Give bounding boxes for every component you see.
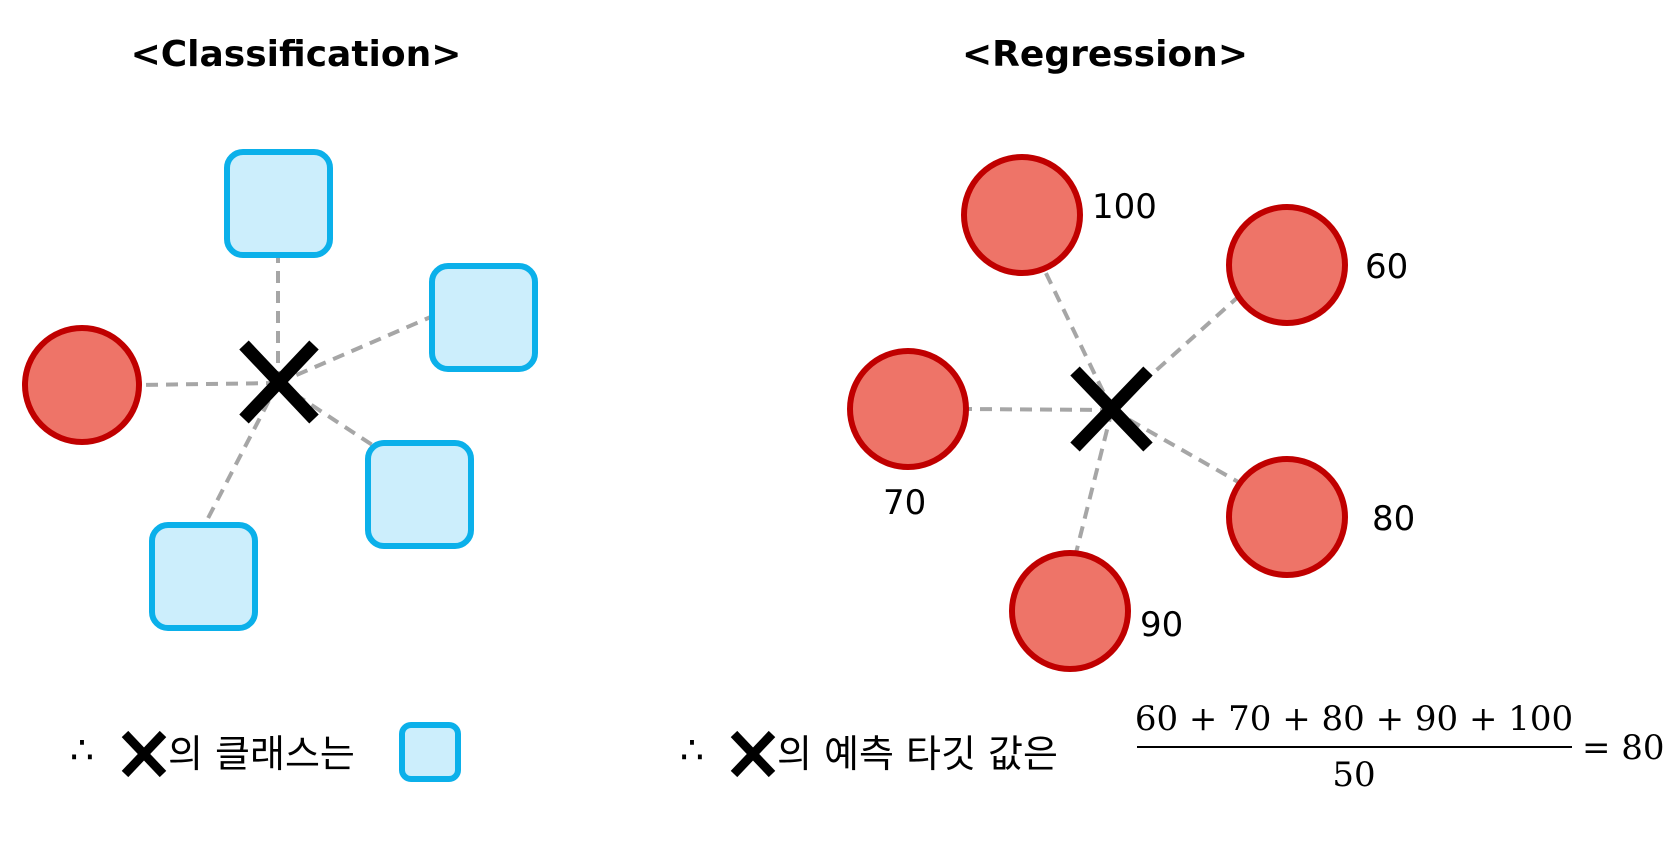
- neighbor-value: 90: [1140, 605, 1183, 645]
- average-formula: 60 + 70 + 80 + 90 + 100 50 = 80: [1135, 699, 1665, 795]
- x-mark-icon: [239, 340, 319, 424]
- edge: [1074, 409, 1114, 554]
- neighbor-value: 60: [1365, 247, 1408, 287]
- classification-conclusion: ∴ 의 클래스는: [70, 722, 461, 782]
- regression-conclusion: ∴ 의 예측 타깃 값은 60 + 70 + 80 + 90 + 100 50 …: [680, 699, 1665, 795]
- circle-icon: [847, 348, 969, 470]
- regression-title: <Regression>: [962, 34, 1248, 75]
- regression-conclusion-text: 의 예측 타깃 값은: [777, 732, 1058, 776]
- neighbor-value: 80: [1372, 499, 1415, 539]
- circle-icon: [1009, 550, 1131, 672]
- circle-icon: [961, 154, 1083, 276]
- edge: [135, 381, 279, 387]
- classification-title: <Classification>: [131, 34, 462, 75]
- circle-icon: [22, 325, 142, 445]
- square-icon: [224, 149, 333, 258]
- classification-panel: <Classification> ∴ 의 클래스는: [22, 34, 538, 782]
- formula-denominator: 50: [1332, 755, 1375, 795]
- circle-icon: [1226, 456, 1348, 578]
- formula-numerator: 60 + 70 + 80 + 90 + 100: [1135, 699, 1573, 739]
- classification-conclusion-text: 의 클래스는: [168, 732, 355, 776]
- neighbor-value: 100: [1092, 187, 1157, 227]
- square-icon: [399, 722, 461, 782]
- square-icon: [429, 263, 538, 372]
- edge: [965, 407, 1113, 412]
- x-mark-icon: [730, 730, 776, 778]
- therefore-symbol: ∴: [680, 728, 704, 772]
- x-mark-icon: [121, 730, 167, 778]
- edge: [202, 382, 280, 527]
- edge: [1111, 408, 1241, 485]
- square-icon: [149, 522, 258, 631]
- formula-result: = 80: [1582, 728, 1665, 768]
- edge: [277, 314, 434, 385]
- circle-icon: [1226, 204, 1348, 326]
- square-icon: [365, 440, 474, 549]
- therefore-symbol: ∴: [70, 728, 94, 772]
- edge: [1041, 266, 1114, 411]
- neighbor-value: 70: [883, 483, 926, 523]
- x-mark-icon: [1070, 366, 1153, 452]
- regression-panel: <Regression> 100 60 70 80 90 ∴: [680, 34, 1665, 795]
